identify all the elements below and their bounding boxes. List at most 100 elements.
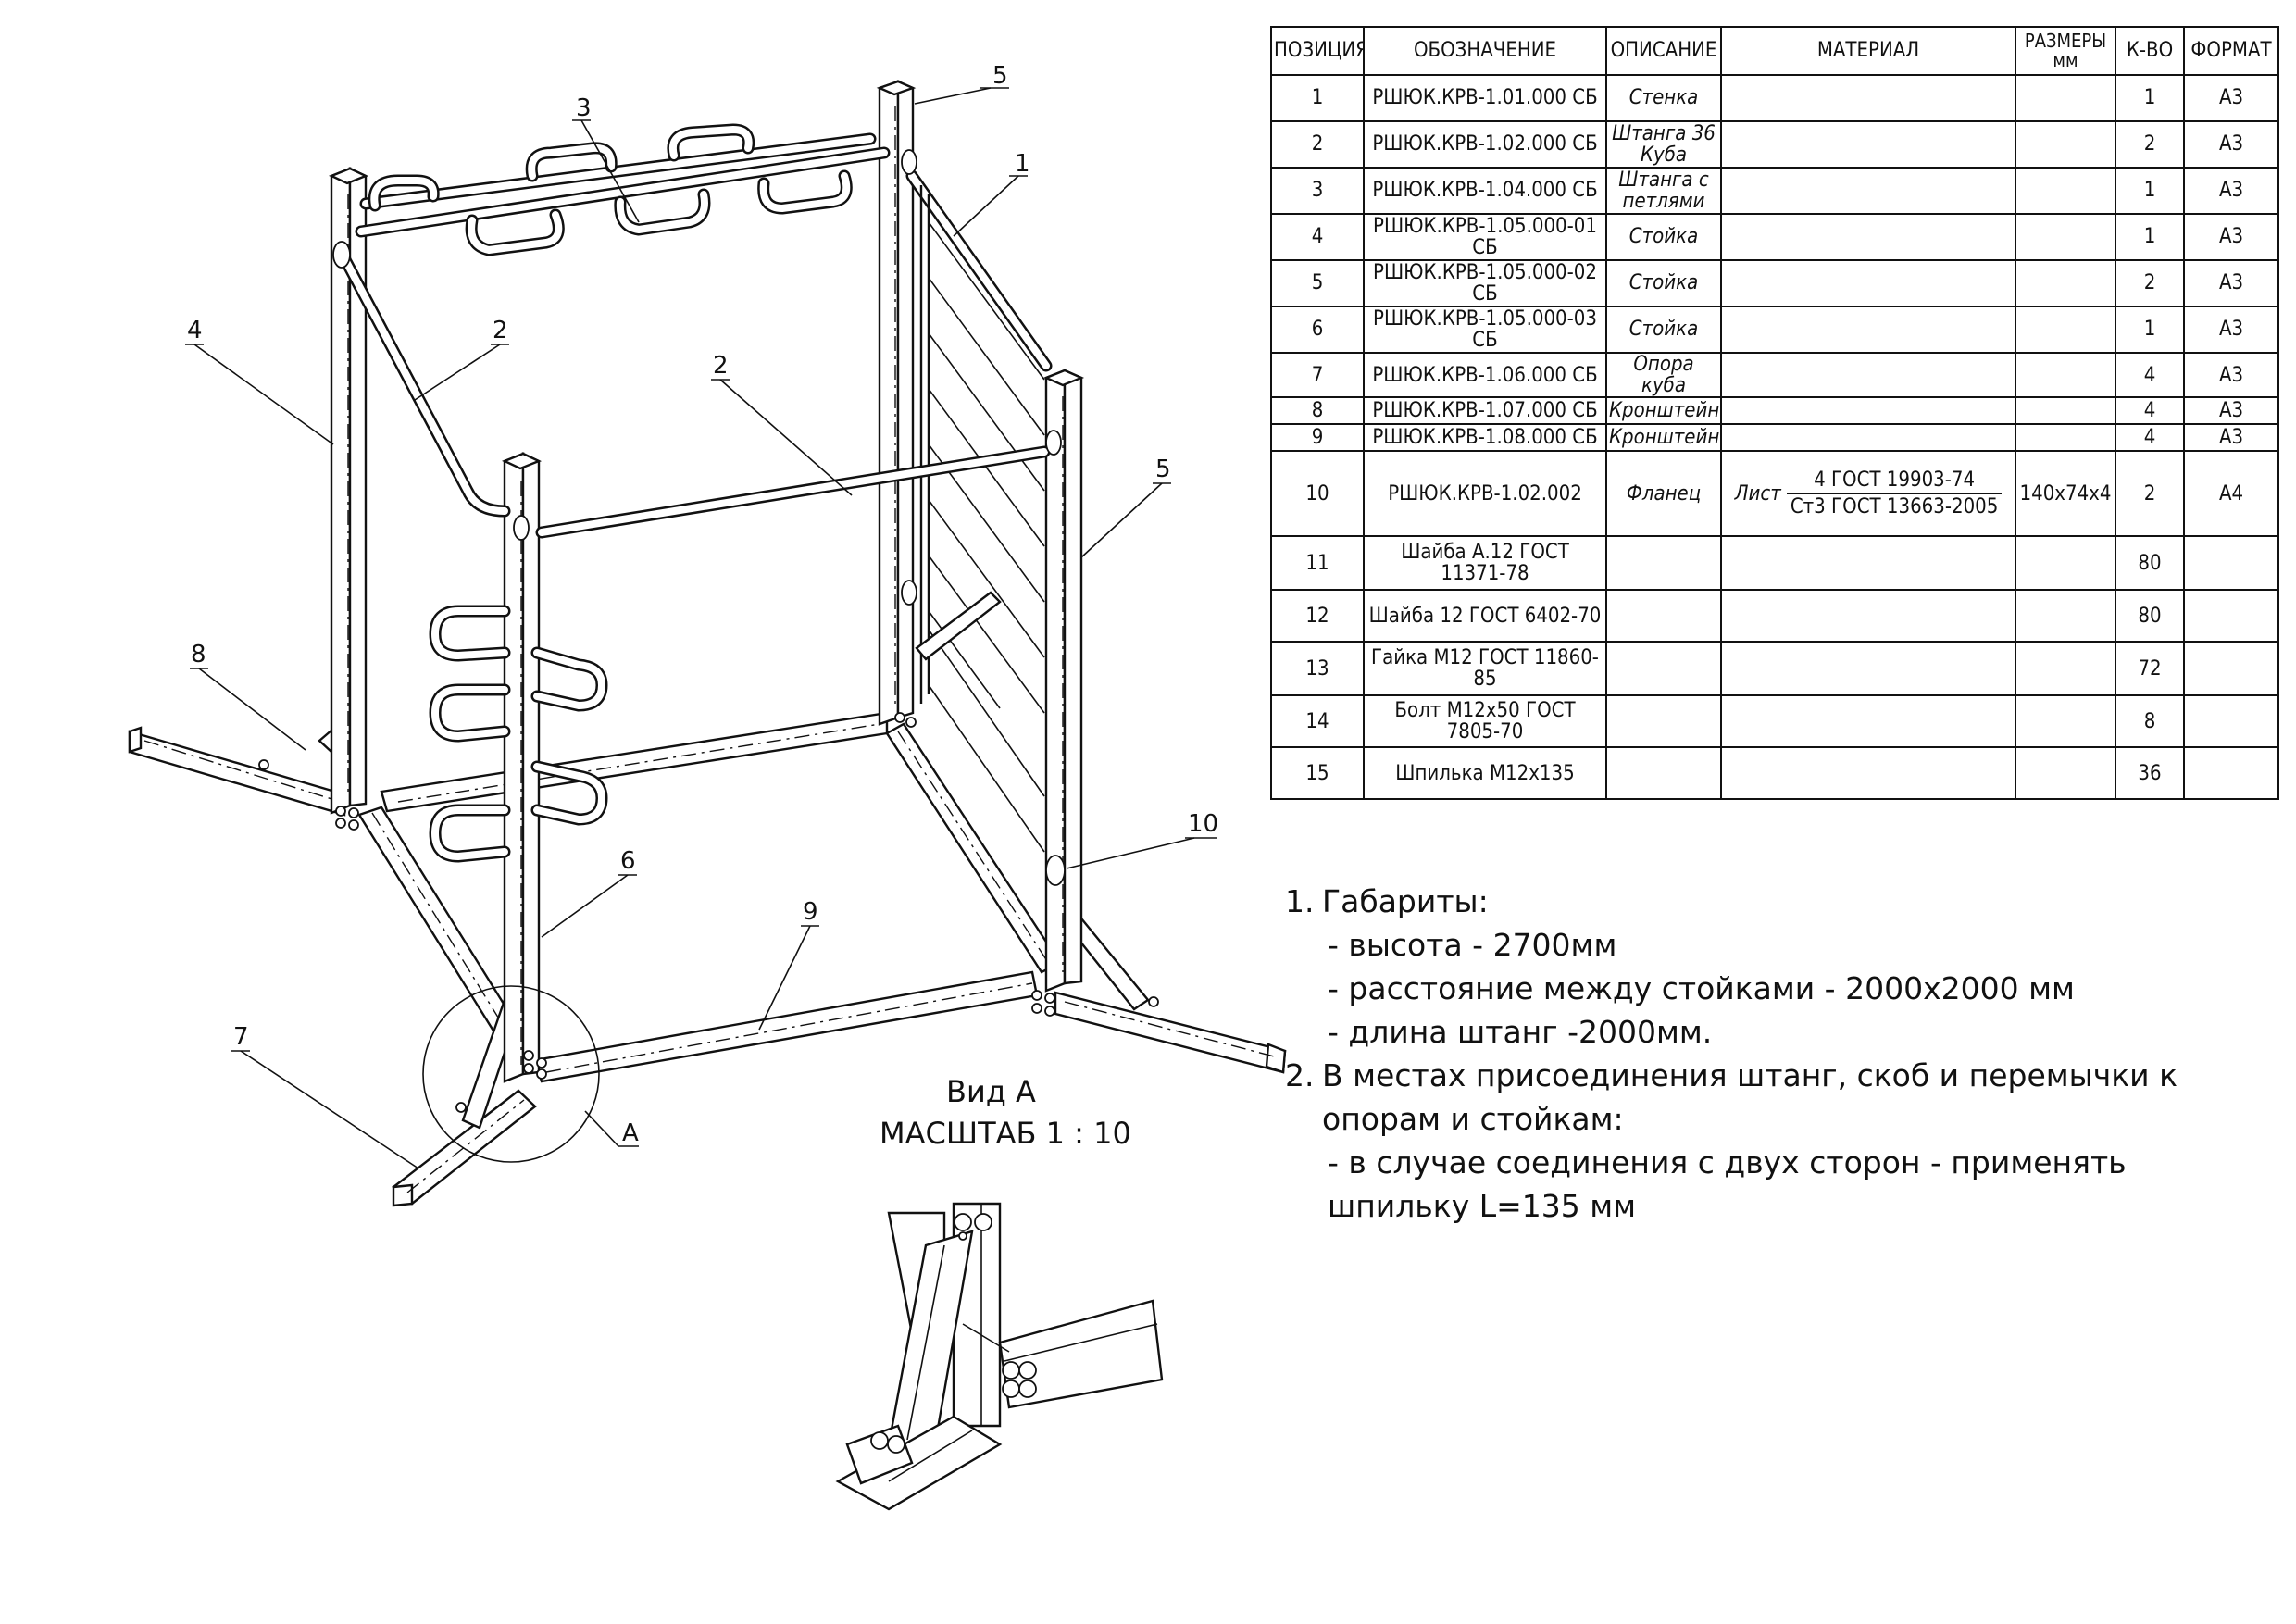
callout-7: 7 xyxy=(233,1023,249,1051)
detail-marker-a: A xyxy=(622,1119,639,1147)
bom-description: Штанга 36 Куба xyxy=(1605,120,1722,169)
bom-material xyxy=(1720,120,2016,169)
col-designation: ОБОЗНАЧЕНИЕ xyxy=(1363,26,1607,76)
bom-description xyxy=(1605,535,1722,592)
bom-designation: РШЮК.КРВ-1.08.000 СБ xyxy=(1363,423,1607,453)
bom-description: Кронштейн xyxy=(1605,423,1722,453)
bom-format xyxy=(2183,535,2279,592)
note-item: 1.Габариты: xyxy=(1285,880,2266,923)
bom-designation: РШЮК.КРВ-1.05.000-02 СБ xyxy=(1363,259,1607,307)
flange xyxy=(332,241,351,269)
note-subitem: - в случае соединения с двух сторон - пр… xyxy=(1328,1144,2127,1224)
bom-format xyxy=(2183,641,2279,697)
note-subitem: - длина штанг -2000мм. xyxy=(1328,1014,1713,1050)
bom-description: Штанга с петлями xyxy=(1605,167,1722,215)
col-material: МАТЕРИАЛ xyxy=(1720,26,2016,76)
bom-qty: 1 xyxy=(2115,306,2185,354)
bom-position: 3 xyxy=(1270,167,1365,215)
bom-designation: РШЮК.КРВ-1.06.000 СБ xyxy=(1363,351,1607,399)
bom-qty: 80 xyxy=(2115,535,2185,592)
bom-size xyxy=(2015,120,2116,169)
bom-designation: РШЮК.КРВ-1.05.000-03 СБ xyxy=(1363,306,1607,354)
callout-3: 3 xyxy=(576,94,592,122)
note-text: В местах присоединения штанг, скоб и пер… xyxy=(1322,1057,2177,1137)
bom-description xyxy=(1605,694,1722,749)
callout-6: 6 xyxy=(620,847,636,875)
bom-description xyxy=(1605,589,1722,643)
bom-size xyxy=(2015,535,2116,592)
bom-qty: 1 xyxy=(2115,167,2185,215)
bom-qty: 2 xyxy=(2115,450,2185,538)
callout-1: 1 xyxy=(1015,150,1030,178)
bom-material xyxy=(1720,259,2016,307)
bom-format xyxy=(2183,694,2279,749)
bill-of-materials: ПОЗИЦИЯ ОБОЗНАЧЕНИЕ ОПИСАНИЕ МАТЕРИАЛ РА… xyxy=(1270,26,2279,801)
bom-size xyxy=(2015,213,2116,261)
bom-format: А4 xyxy=(2183,450,2279,538)
bom-position: 7 xyxy=(1270,351,1365,399)
bom-qty: 1 xyxy=(2115,74,2185,122)
callout-5-right: 5 xyxy=(1155,456,1171,483)
bom-designation: Болт М12х50 ГОСТ 7805-70 xyxy=(1363,694,1607,749)
base-rail-right xyxy=(885,722,1062,974)
detail-circle-a xyxy=(422,985,600,1163)
bom-material xyxy=(1720,351,2016,399)
bom-position: 10 xyxy=(1270,450,1365,538)
bom-material xyxy=(1720,396,2016,426)
col-size: РАЗМЕРЫ мм xyxy=(2015,26,2116,76)
post-loops xyxy=(429,605,608,863)
callout-5-top: 5 xyxy=(992,62,1008,90)
base-rail-back xyxy=(380,711,889,813)
technical-notes: 1.Габариты:- высота - 2700мм- расстояние… xyxy=(1285,880,2266,1228)
bom-material xyxy=(1720,213,2016,261)
col-position: ПОЗИЦИЯ xyxy=(1270,26,1365,76)
bom-qty: 1 xyxy=(2115,213,2185,261)
col-qty: К-ВО xyxy=(2115,26,2185,76)
bom-position: 15 xyxy=(1270,746,1365,801)
col-description: ОПИСАНИЕ xyxy=(1605,26,1722,76)
flange-10 xyxy=(1045,855,1066,886)
bom-description: Фланец xyxy=(1605,450,1722,538)
bom-qty: 80 xyxy=(2115,589,2185,643)
bom-position: 2 xyxy=(1270,120,1365,169)
bom-designation: РШЮК.КРВ-1.02.000 СБ xyxy=(1363,120,1607,169)
bom-designation: Шайба 12 ГОСТ 6402-70 xyxy=(1363,589,1607,643)
bom-position: 4 xyxy=(1270,213,1365,261)
bom-material xyxy=(1720,74,2016,122)
bom-size xyxy=(2015,396,2116,426)
bom-format xyxy=(2183,589,2279,643)
bom-material xyxy=(1720,746,2016,801)
bom-position: 5 xyxy=(1270,259,1365,307)
bom-format: А3 xyxy=(2183,213,2279,261)
view-title: Вид А xyxy=(946,1074,1036,1109)
bom-size xyxy=(2015,746,2116,801)
bom-size xyxy=(2015,351,2116,399)
flange xyxy=(513,515,530,541)
bom-size xyxy=(2015,423,2116,453)
bom-qty: 4 xyxy=(2115,396,2185,426)
bom-material xyxy=(1720,306,2016,354)
bom-format: А3 xyxy=(2183,259,2279,307)
callout-2-left: 2 xyxy=(493,317,508,344)
material-numerator: 4 ГОСТ 19903-74 xyxy=(1786,469,2003,495)
material-denominator: Ст3 ГОСТ 13663-2005 xyxy=(1790,495,1999,519)
bom-size: 140х74х4 xyxy=(2015,450,2116,538)
bom-qty: 4 xyxy=(2115,351,2185,399)
callouts: 5 1 3 4 2 2 5 8 6 9 10 7 A xyxy=(185,62,1218,1169)
bom-position: 11 xyxy=(1270,535,1365,592)
bom-material xyxy=(1720,535,2016,592)
post-6 xyxy=(501,452,543,1083)
bom-designation: Гайка М12 ГОСТ 11860-85 xyxy=(1363,641,1607,697)
bom-format: А3 xyxy=(2183,74,2279,122)
bom-position: 8 xyxy=(1270,396,1365,426)
foot-left xyxy=(128,726,346,817)
